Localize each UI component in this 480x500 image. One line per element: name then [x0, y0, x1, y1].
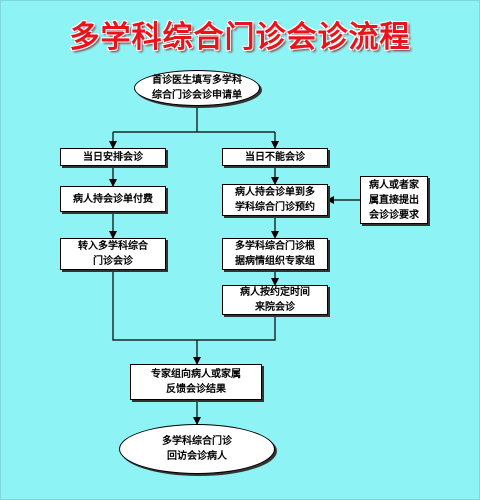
followup-line2: 回访会诊病人 [167, 451, 227, 462]
start-node-line1: 首诊医生填写多学科 [152, 75, 242, 86]
page-title: 多学科综合门诊会诊流程 [69, 20, 411, 55]
visit-line1: 病人按约定时间 [240, 287, 310, 298]
transfer-node: 转入多学科综合 门诊会诊 [60, 238, 166, 270]
pay-label: 病人持会诊单付费 [73, 193, 153, 205]
organize-line1: 多学科综合门诊根 [235, 241, 315, 252]
transfer-line1: 转入多学科综合 [78, 241, 148, 252]
start-node-line2: 综合门诊会诊申请单 [152, 90, 242, 101]
book-line2: 学科综合门诊预约 [235, 202, 315, 213]
followup-line1: 多学科综合门诊 [162, 436, 232, 447]
visit-node: 病人按约定时间 来院会诊 [222, 285, 328, 315]
not-same-day-label: 当日不能会诊 [245, 151, 305, 163]
organize-node: 多学科综合门诊根 据病情组织专家组 [222, 238, 328, 270]
request-node: 病人或者家 属直接提出 会诊诊要求 [360, 176, 428, 224]
not-same-day-node: 当日不能会诊 [222, 148, 328, 166]
connector-right-down [197, 315, 276, 341]
connector-left-down [112, 270, 197, 341]
followup-node: 多学科综合门诊 回访会诊病人 [119, 424, 275, 474]
pay-node: 病人持会诊单付费 [60, 186, 166, 212]
start-node: 首诊医生填写多学科 综合门诊会诊申请单 [134, 70, 260, 106]
transfer-line2: 门诊会诊 [93, 256, 133, 267]
request-line3: 会诊诊要求 [369, 209, 419, 221]
request-line2: 属直接提出 [369, 194, 419, 206]
request-line1: 病人或者家 [369, 179, 419, 191]
organize-line2: 据病情组织专家组 [235, 256, 315, 267]
book-line1: 病人持会诊单到多 [235, 187, 315, 198]
feedback-line2: 反馈会诊结果 [166, 384, 226, 395]
same-day-label: 当日安排会诊 [83, 151, 143, 163]
book-node: 病人持会诊单到多 学科综合门诊预约 [222, 184, 328, 216]
feedback-line1: 专家组向病人或家属 [151, 369, 241, 380]
feedback-node: 专家组向病人或家属 反馈会诊结果 [130, 364, 262, 400]
same-day-node: 当日安排会诊 [60, 148, 166, 166]
visit-line2: 来院会诊 [255, 302, 295, 313]
